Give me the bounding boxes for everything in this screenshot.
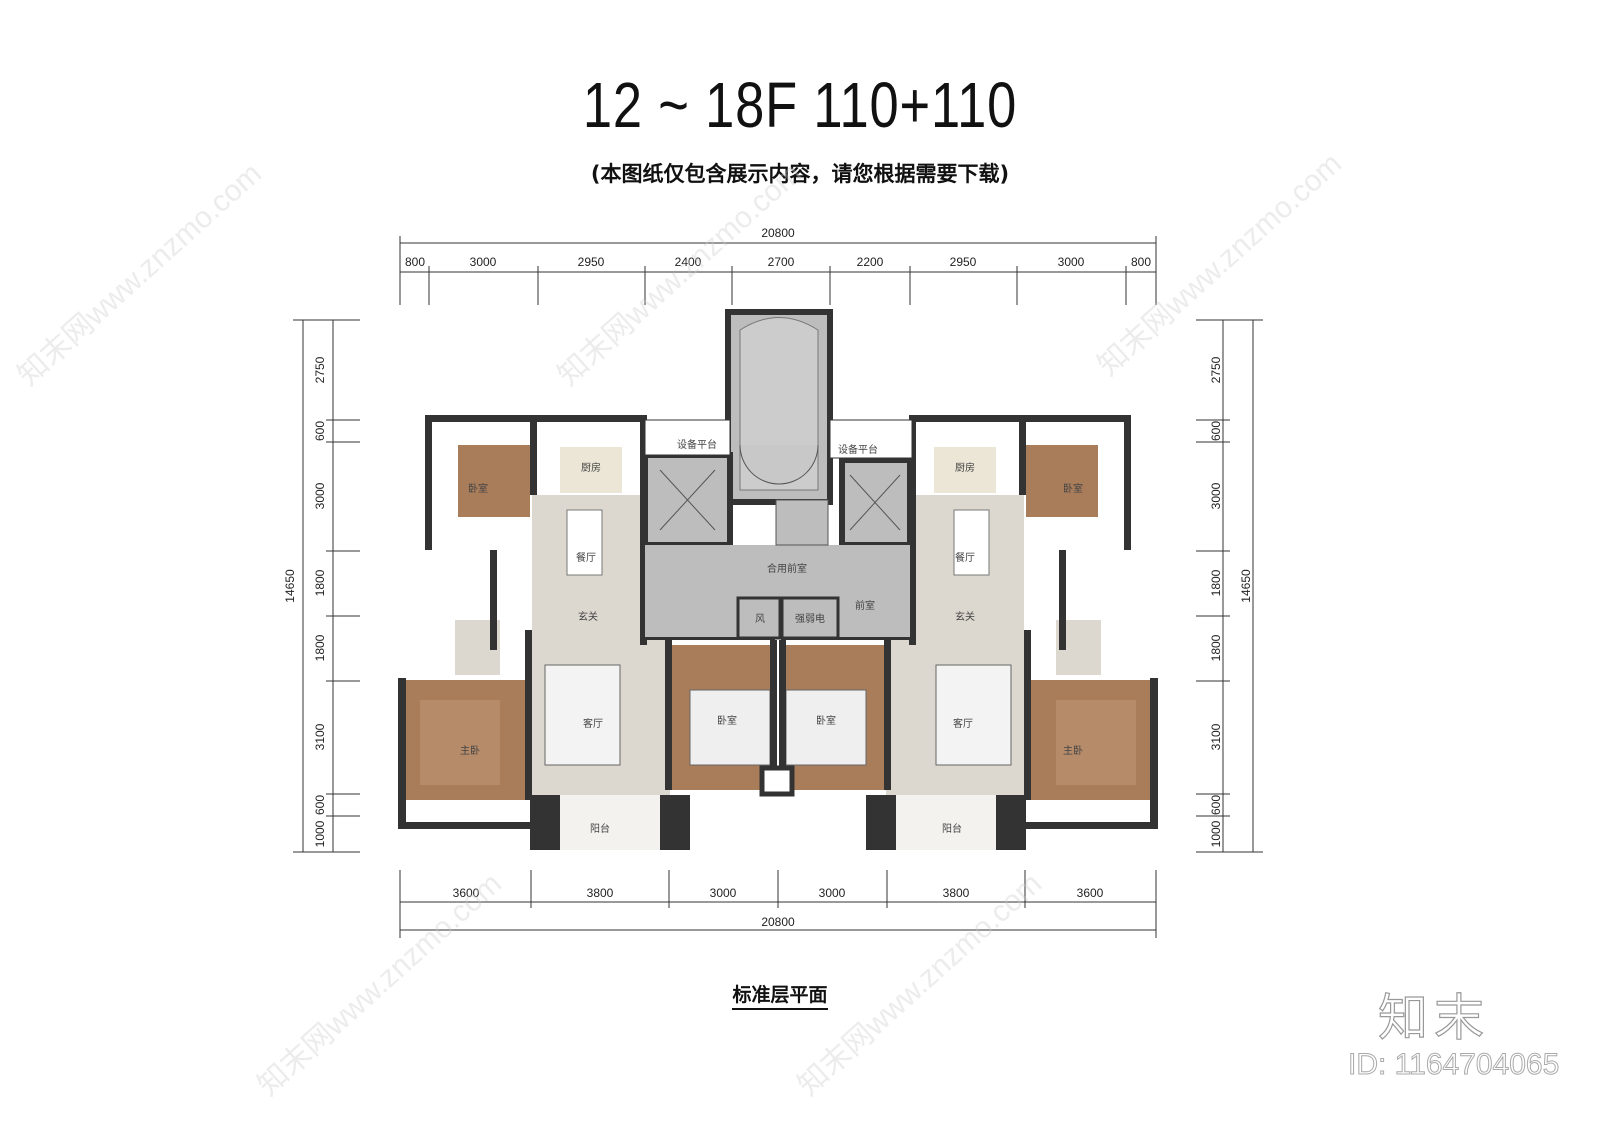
logo: 知末: [1377, 988, 1490, 1047]
room-labels: 卧室 卧室 厨房 厨房 设备平台 设备平台 餐厅 餐厅 合用前室 玄关 玄关 风…: [460, 438, 1083, 835]
room-label-bedroom: 卧室: [717, 714, 737, 727]
dim-right-labels: 14650 2750 600 3000 1800 1800 3100 600 1…: [1209, 356, 1253, 847]
dim-side: 600: [1209, 421, 1223, 441]
room-label-balcony: 阳台: [590, 822, 610, 835]
dim-bottom: 3800: [587, 886, 614, 900]
dim-side: 600: [313, 421, 327, 441]
room-label-shared-lobby: 合用前室: [767, 562, 807, 575]
core: [642, 309, 913, 797]
dim-top: 2950: [950, 255, 977, 269]
dim-bottom: 3800: [943, 886, 970, 900]
dim-side-total: 14650: [283, 569, 297, 603]
dim-side: 1800: [313, 634, 327, 661]
dim-side: 1000: [1209, 820, 1223, 847]
room-label-dining: 餐厅: [576, 551, 596, 564]
plan-title: 12 ~ 18F 110+110: [582, 69, 1018, 141]
dim-side: 600: [1209, 795, 1223, 815]
dim-bottom-labels: 3600 3800 3000 3000 3800 3600 20800: [453, 886, 1104, 929]
room-label-bedroom: 卧室: [816, 714, 836, 727]
dim-top: 2200: [857, 255, 884, 269]
dim-top: 800: [1131, 255, 1151, 269]
dim-bottom: 3600: [1077, 886, 1104, 900]
room-label-electrical: 强弱电: [795, 612, 825, 625]
dim-bottom: 3600: [453, 886, 480, 900]
dim-top: 2950: [578, 255, 605, 269]
dim-side: 2750: [313, 356, 327, 383]
dim-side: 1800: [1209, 634, 1223, 661]
dim-side: 2750: [1209, 356, 1223, 383]
dim-side: 3100: [1209, 723, 1223, 750]
dim-top: 3000: [470, 255, 497, 269]
dim-top: 3000: [1058, 255, 1085, 269]
dim-side-total: 14650: [1239, 569, 1253, 603]
dim-side: 3000: [1209, 482, 1223, 509]
dim-top: 800: [405, 255, 425, 269]
dim-side: 3100: [313, 723, 327, 750]
room-label-foyer: 玄关: [955, 610, 975, 623]
dim-bottom: 3000: [819, 886, 846, 900]
dimension-lines: [293, 236, 1263, 938]
room-label-dining: 餐厅: [955, 551, 975, 564]
dim-bottom-total: 20800: [761, 915, 795, 929]
plan-subtitle: (本图纸仅包含展示内容，请您根据需要下载): [590, 162, 1010, 186]
dim-bottom: 3000: [710, 886, 737, 900]
room-label-balcony: 阳台: [942, 822, 962, 835]
dim-side: 1800: [1209, 569, 1223, 596]
dim-side: 1800: [313, 569, 327, 596]
plan-caption: 标准层平面: [0, 980, 1560, 1010]
dim-side: 600: [313, 795, 327, 815]
room-label-front-room: 前室: [855, 599, 875, 612]
dim-top-total: 20800: [761, 226, 795, 240]
room-label-equipment-platform: 设备平台: [838, 443, 878, 456]
room-label-living: 客厅: [953, 717, 973, 730]
room-label-foyer: 玄关: [578, 610, 598, 623]
room-label-kitchen: 厨房: [955, 461, 975, 474]
top-ticks: [399, 236, 1157, 305]
room-label-wind: 风: [755, 613, 765, 625]
dim-side: 3000: [313, 482, 327, 509]
room-label-living: 客厅: [583, 717, 603, 730]
room-label-bedroom: 卧室: [468, 482, 488, 495]
plan-caption-text: 标准层平面: [732, 984, 828, 1010]
dim-top: 2400: [675, 255, 702, 269]
room-label-master-bedroom: 主卧: [1063, 744, 1083, 757]
room-label-bedroom: 卧室: [1063, 482, 1083, 495]
dim-top-labels: 800 3000 2950 2400 2700 2200 2950 3000 8…: [405, 255, 1151, 269]
dim-side: 1000: [313, 820, 327, 847]
dim-left-labels: 14650 2750 600 3000 1800 1800 3100 600 1…: [283, 356, 327, 847]
room-label-kitchen: 厨房: [581, 461, 601, 474]
image-id: ID: 1164704065: [1347, 1048, 1560, 1082]
room-label-equipment-platform: 设备平台: [677, 438, 717, 451]
room-label-master-bedroom: 主卧: [460, 744, 480, 757]
dim-top: 2700: [768, 255, 795, 269]
